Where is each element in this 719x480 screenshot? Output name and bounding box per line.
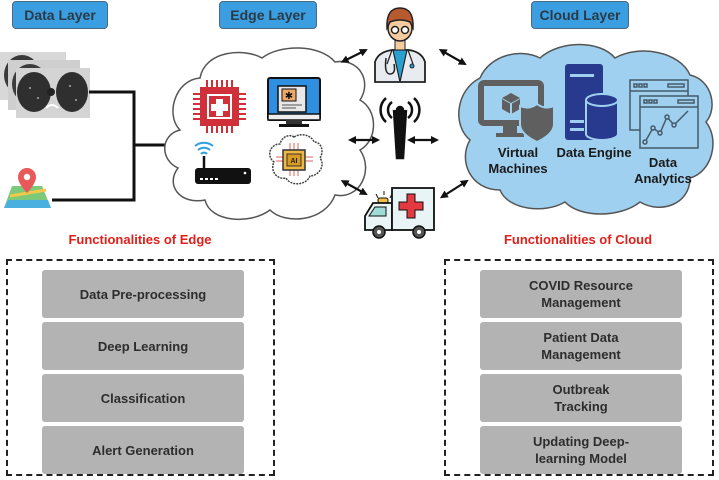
cloud-functions-title: Functionalities of Cloud: [503, 232, 653, 247]
data-engine-label: Data Engine: [556, 145, 632, 160]
data-analytics-label: Data Analytics: [634, 155, 692, 186]
svg-text:AI: AI: [291, 158, 298, 165]
cloud-functions-box: COVID Resource Management Patient Data M…: [444, 259, 714, 476]
architecture-diagram: ✱ AI: [0, 7, 714, 239]
virtual-machines-label: Virtual Machines: [488, 145, 548, 176]
medical-monitor-icon: ✱: [267, 77, 321, 127]
edge-functions-title: Functionalities of Edge: [68, 232, 212, 247]
edge-functions-box: Data Pre-processing Deep Learning Classi…: [6, 259, 275, 476]
medical-chip-icon: [193, 80, 246, 133]
cloud-function-item: COVID Resource Management: [480, 270, 682, 318]
cloud-function-item: Patient Data Management: [480, 322, 682, 370]
ct-scan-images-icon: [0, 52, 90, 118]
cloud-function-item: Outbreak Tracking: [480, 374, 682, 422]
antenna-tower-icon: [379, 97, 421, 160]
ai-chip-icon: AI: [269, 134, 323, 185]
location-map-icon: [4, 168, 51, 208]
edge-function-item: Deep Learning: [42, 322, 244, 370]
svg-text:✱: ✱: [285, 91, 293, 102]
data-layer-title: Data Layer: [12, 1, 108, 29]
database-server-icon: [565, 64, 619, 141]
edge-function-item: Classification: [42, 374, 244, 422]
cloud-function-item: Updating Deep- learning Model: [480, 426, 682, 474]
cloud-layer-title: Cloud Layer: [531, 1, 629, 29]
wifi-router-icon: [194, 141, 251, 184]
ambulance-icon: [364, 187, 435, 239]
bidirectional-arrows: [340, 49, 469, 199]
edge-layer-title: Edge Layer: [219, 1, 317, 29]
doctor-icon: [374, 7, 426, 83]
virtual-machine-icon: [478, 80, 555, 144]
edge-cloud-shape: [164, 47, 375, 221]
edge-function-item: Alert Generation: [42, 426, 244, 474]
edge-function-item: Data Pre-processing: [42, 270, 244, 318]
analytics-chart-icon: [629, 79, 699, 149]
